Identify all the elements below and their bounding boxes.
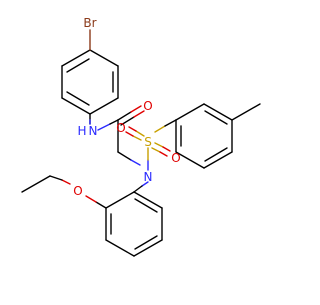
s-o-right-b1	[154, 142, 164, 148]
o-ethyl-bond-b	[49, 175, 63, 181]
ethyl-bond	[21, 175, 51, 193]
carbonyl-c-o-b1	[120, 116, 135, 126]
atom-label-n-sulfonamide: N	[144, 170, 153, 184]
carbonyl-c-o-a1	[117, 111, 132, 121]
s-aryl-bond-b	[164, 119, 177, 127]
s-o-right-b2	[162, 146, 171, 152]
s-o-left-a2	[125, 131, 134, 137]
atom-label-o-s-right: O	[171, 151, 180, 165]
aryl-o-bond-b	[85, 195, 97, 203]
atom-label-br: Br	[83, 16, 96, 30]
s-o-left-a1	[132, 135, 142, 141]
molecule-diagram: Br N H O N S O O O	[21, 16, 261, 257]
ch2-n-bond-b	[130, 159, 141, 166]
n-aryl-bond-b	[133, 185, 143, 193]
s-o-left-b2	[128, 126, 137, 132]
n-aryl-bond-a	[141, 181, 149, 187]
bromophenyl-ring	[61, 49, 119, 115]
atom-label-o-ether: O	[73, 184, 82, 198]
aryl-o-bond-a	[95, 201, 107, 209]
ethoxyphenyl-ring	[105, 191, 163, 257]
s-aryl-bond-a	[154, 125, 166, 133]
o-ethyl-bond-a	[61, 179, 71, 185]
methyl-bond	[231, 103, 261, 121]
structure-canvas: Br N H O N S O O O	[21, 16, 261, 257]
atom-label-h: H	[77, 124, 86, 138]
s-o-right-a1	[151, 147, 161, 153]
s-o-left-b1	[135, 130, 145, 137]
atom-label-s: S	[144, 135, 152, 149]
carbonyl-c-o-b2	[133, 110, 145, 118]
atom-label-o-s-left: O	[116, 121, 125, 135]
tolyl-ring	[175, 103, 233, 169]
carbonyl-c-o-a2	[130, 105, 142, 113]
atom-label-nh: N	[89, 124, 98, 138]
ch2-n-bond-a	[117, 151, 132, 161]
atom-label-o-carbonyl: O	[143, 99, 152, 113]
n-c-bond	[97, 123, 111, 131]
s-o-right-a2	[159, 151, 168, 157]
n-c-bond-b	[109, 119, 119, 125]
